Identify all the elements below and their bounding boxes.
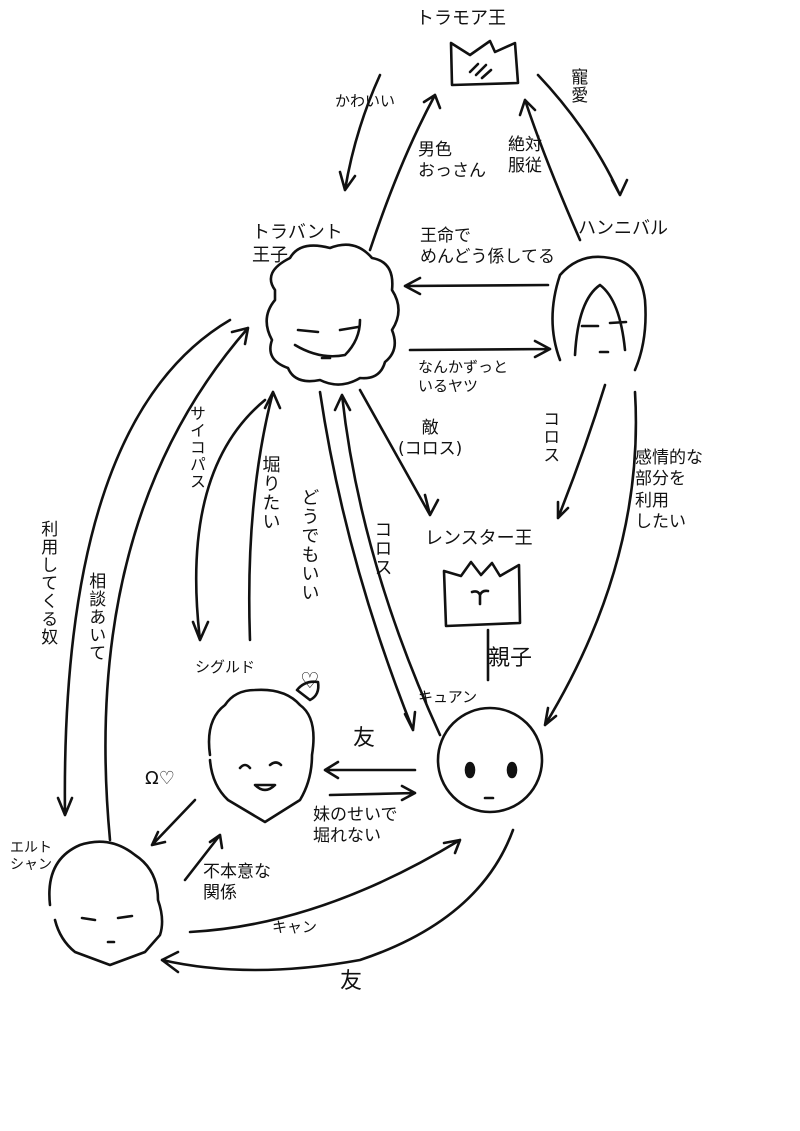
trabia-king-name: トラモア王 bbox=[416, 8, 506, 29]
leonster-crown-icon bbox=[442, 560, 522, 628]
hannibal-face-icon bbox=[551, 255, 647, 372]
heart-icon: ♡ bbox=[300, 669, 320, 694]
label-prince-to-sigurd: サイコパス bbox=[187, 405, 206, 490]
cuan-face-icon bbox=[436, 706, 544, 814]
label-cuan-to-eltshan: 友 bbox=[340, 969, 363, 994]
label-king-to-hannibal: 寵愛 bbox=[567, 68, 588, 104]
label-hannibal-to-king: 絶対 服従 bbox=[508, 135, 542, 177]
eltshan-face-icon bbox=[48, 840, 164, 967]
label-eltshan-to-cuan: キャン bbox=[272, 918, 318, 936]
label-sigurd-cuan: 友 bbox=[353, 726, 376, 751]
label-prince-to-eltshan: 利用してくる奴 bbox=[37, 520, 58, 646]
trabia-crown-icon bbox=[449, 39, 520, 87]
leonster-king-name: レンスター王 bbox=[425, 528, 533, 549]
sigurd-name: シグルド bbox=[195, 658, 256, 676]
trabant-face-icon bbox=[265, 243, 400, 386]
label-hannibal-to-prince: 王命で めんどう係してる bbox=[420, 226, 555, 268]
label-eltshan-to-sigurd: 不本意な 関係 bbox=[203, 862, 271, 904]
label-cuan-to-prince: コロス bbox=[371, 520, 393, 577]
label-prince-to-king: 男色 おっさん bbox=[418, 140, 486, 182]
label-cuan-to-sigurd: 妹のせいで 堀れない bbox=[313, 805, 398, 847]
label-prince-to-leonster: 敵 (コロス) bbox=[398, 418, 463, 460]
omega-heart-icon: Ω♡ bbox=[145, 768, 175, 789]
eltshan-name: エルト シャン bbox=[10, 840, 52, 873]
label-hannibal-to-cuan: 感情的な 部分を 利用 したい bbox=[635, 448, 703, 532]
cuan-name: キュアン bbox=[418, 688, 478, 706]
label-sigurd-to-prince: 堀りたい bbox=[259, 455, 281, 531]
label-hannibal-to-leonster: コロス bbox=[539, 410, 560, 464]
label-leonster-cuan: 親子 bbox=[488, 646, 533, 671]
label-eltshan-to-prince: 相談あいて bbox=[85, 572, 106, 662]
label-prince-to-hannibal: なんかずっと いるヤツ bbox=[418, 358, 509, 395]
hannibal-name: ハンニバル bbox=[578, 218, 668, 239]
label-prince-to-cuan: どうでもいい bbox=[298, 488, 320, 602]
trabant-prince-name: トラバント 王子 bbox=[252, 222, 343, 266]
relation-arrows bbox=[56, 73, 638, 974]
sigurd-face-icon bbox=[207, 680, 320, 824]
label-king-to-prince: かわいい bbox=[335, 92, 396, 110]
